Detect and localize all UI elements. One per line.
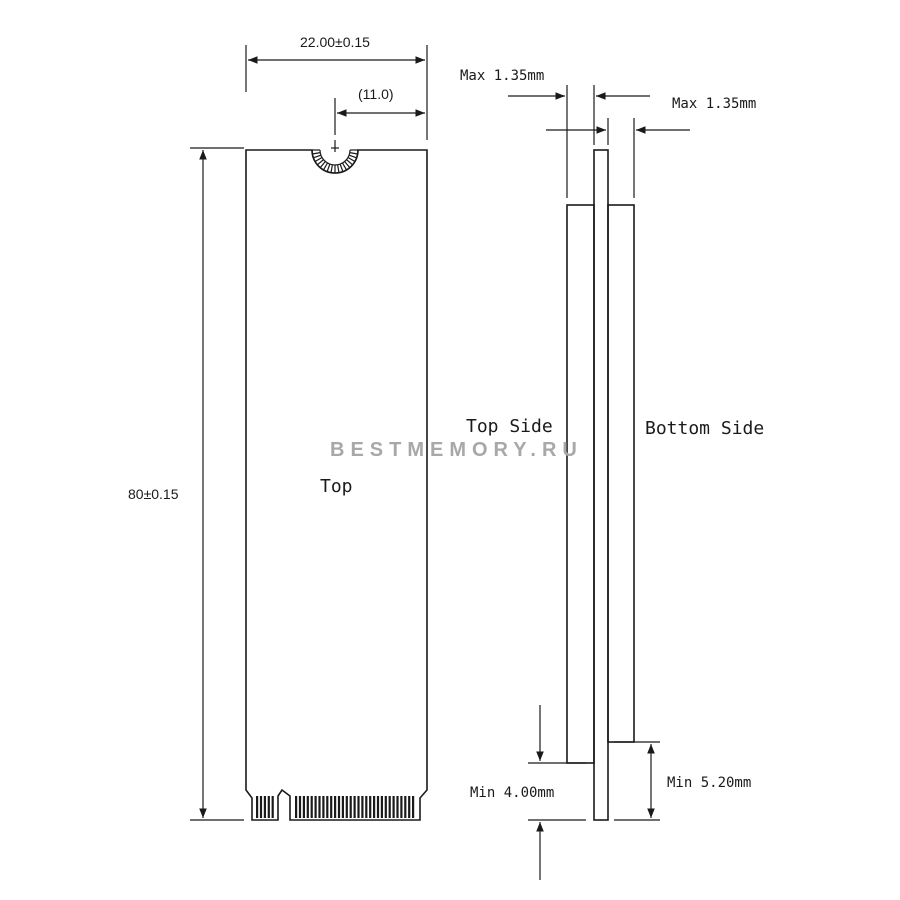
connector-pin: [326, 796, 329, 818]
connector-pin: [330, 796, 333, 818]
gear-tick: [348, 154, 357, 159]
connector-pin: [318, 796, 321, 818]
max-top-dimension: Max 1.35mm: [460, 68, 650, 198]
card-side-view: Top Side Bottom Side: [466, 149, 764, 821]
gear-tick: [330, 164, 333, 173]
connector-pin: [369, 796, 372, 818]
connector-pin: [400, 796, 403, 818]
length-dimension: 80±0.15: [128, 147, 244, 821]
connector-pin: [376, 796, 380, 818]
min-bottom-text: Min 5.20mm: [667, 775, 751, 791]
bottom-side-components: [607, 204, 635, 743]
connector-pin: [357, 796, 360, 818]
max-bottom-text: Max 1.35mm: [672, 96, 756, 112]
bottom-side-label: Bottom Side: [645, 418, 764, 439]
notch-gear: [311, 140, 359, 174]
gear-tick: [326, 163, 331, 172]
connector-pin: [322, 796, 325, 818]
gear-tick: [337, 164, 340, 173]
connector-pin: [298, 796, 302, 818]
connector-pin: [263, 796, 266, 818]
max-top-text: Max 1.35mm: [460, 68, 544, 84]
gear-tick: [322, 162, 329, 171]
connector-pin: [404, 796, 407, 818]
top-label-text: Top: [320, 476, 353, 497]
connector-pin: [380, 796, 383, 818]
connector-pin: [373, 796, 376, 818]
connector-pin: [361, 796, 364, 818]
bottom-side-label-text: Bottom Side: [645, 418, 764, 439]
length-dim-text: 80±0.15: [128, 486, 179, 502]
connector-pin: [295, 796, 298, 818]
max-bottom-dimension: Max 1.35mm: [546, 96, 756, 198]
connector-pin: [271, 796, 274, 818]
width-dim-text: 22.00±0.15: [300, 34, 370, 50]
min-top-dimension: Min 4.00mm: [470, 705, 586, 880]
pcb-board: [593, 149, 609, 821]
connector-pin: [341, 796, 344, 818]
gear-tick: [312, 152, 321, 155]
edge-connector-pins: [256, 796, 415, 818]
connector-pin: [267, 796, 270, 818]
connector-pin: [408, 796, 411, 818]
top-side-components: [566, 204, 595, 764]
connector-pin: [412, 796, 415, 818]
connector-pin: [388, 796, 391, 818]
connector-pin: [365, 796, 368, 818]
card-top-view: Top: [245, 140, 428, 821]
notch-offset-text: (11.0): [358, 86, 394, 102]
connector-pin: [345, 796, 348, 818]
connector-pin: [392, 796, 395, 818]
connector-pin: [259, 796, 263, 818]
min-top-text: Min 4.00mm: [470, 785, 554, 801]
connector-pin: [256, 796, 259, 818]
connector-pin: [302, 796, 305, 818]
gear-tick: [316, 159, 324, 166]
min-bottom-dimension: Min 5.20mm: [614, 741, 751, 821]
gear-tick: [349, 152, 358, 155]
gear-tick: [346, 159, 354, 166]
connector-pin: [314, 796, 317, 818]
gear-tick: [347, 156, 356, 163]
connector-pin: [306, 796, 309, 818]
connector-pin: [334, 796, 337, 818]
top-side-label-text: Top Side: [466, 416, 553, 437]
connector-pin: [337, 796, 341, 818]
gear-tick: [314, 156, 323, 163]
connector-pin: [349, 796, 352, 818]
gear-tick: [344, 161, 351, 169]
watermark-text: BESTMEMORY.RU: [330, 439, 583, 461]
connector-pin: [396, 796, 399, 818]
gear-tick: [341, 162, 348, 171]
gear-tick: [313, 154, 322, 159]
connector-pin: [310, 796, 313, 818]
connector-pin: [384, 796, 387, 818]
connector-pin: [353, 796, 356, 818]
notch-offset-dimension: (11.0): [334, 86, 425, 135]
width-dimension: 22.00±0.15: [245, 34, 428, 140]
top-label: Top: [320, 476, 353, 497]
gear-tick: [319, 161, 326, 169]
top-side-label: Top Side: [466, 416, 553, 437]
gear-tick: [339, 163, 344, 172]
